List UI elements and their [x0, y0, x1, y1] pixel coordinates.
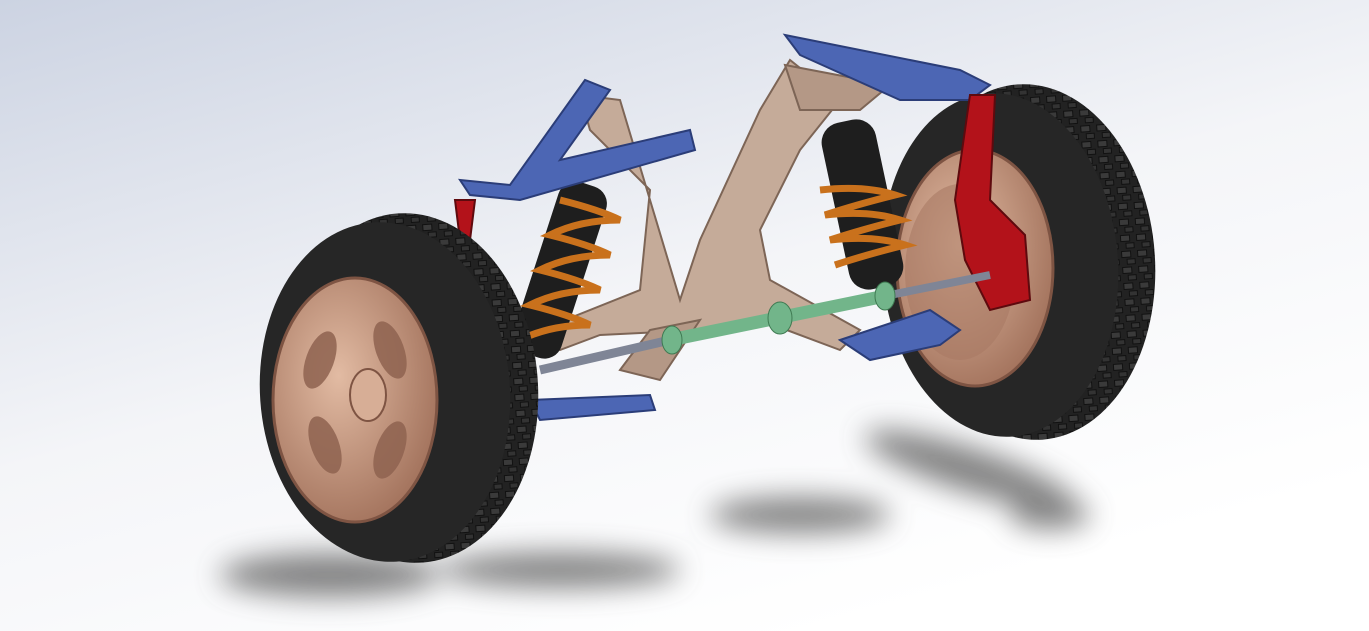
- left-coilover: [513, 181, 622, 359]
- left-hub: [349, 368, 387, 422]
- right-coilover: [819, 119, 918, 290]
- left-wheel[interactable]: [248, 204, 549, 571]
- control-arms[interactable]: [457, 33, 992, 422]
- ground-shadow: [220, 430, 1090, 597]
- tie-rod: [538, 271, 991, 375]
